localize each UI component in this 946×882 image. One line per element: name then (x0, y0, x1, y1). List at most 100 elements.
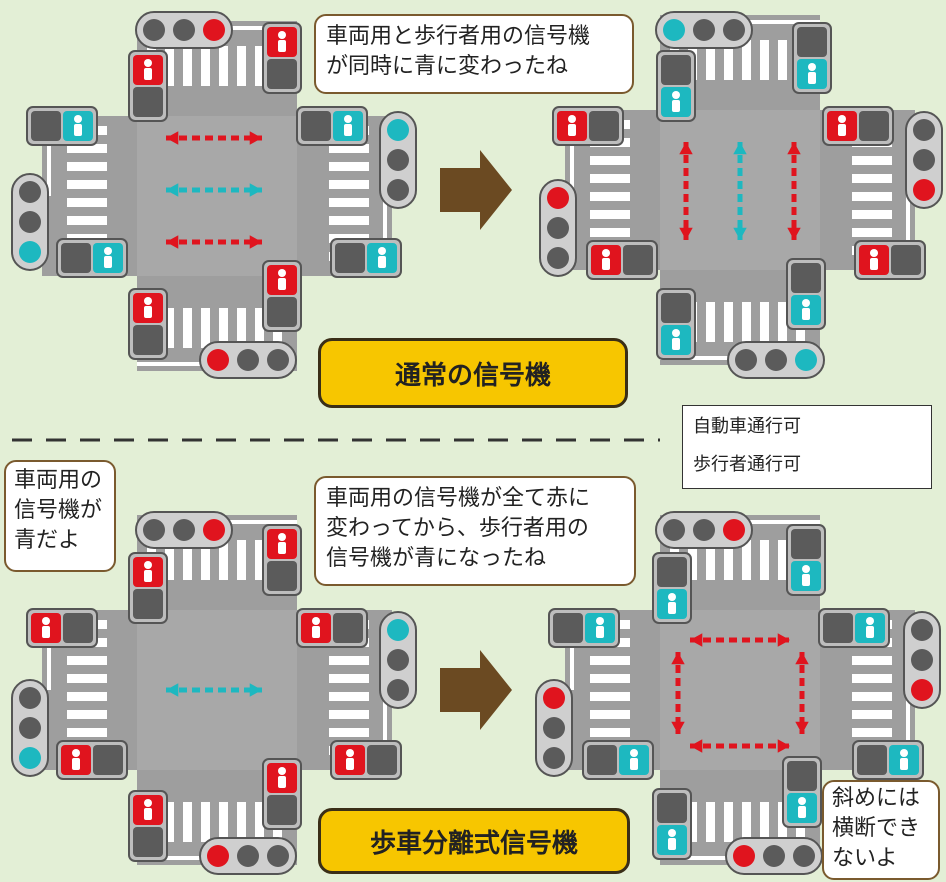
person-icon (72, 749, 80, 757)
crosswalk-stripe (329, 216, 369, 225)
signal-lamp (663, 19, 685, 41)
tr-ped-signal-e1 (822, 106, 894, 146)
signal-lamp (19, 717, 41, 739)
tl-ped-arrow-top (166, 131, 262, 145)
tl-ped-signal-nw (128, 50, 168, 122)
ped-lamp (333, 613, 363, 643)
legend-pedestrian: 歩行者通行可 (693, 452, 801, 478)
stop-line (137, 856, 217, 860)
ped-lamp (133, 827, 163, 857)
bottom-title-scramble-signal: 歩車分離式信号機 (318, 808, 630, 874)
crosswalk-stripe (329, 180, 369, 189)
crosswalk-stripe (590, 728, 630, 737)
signal-lamp (267, 349, 289, 371)
bottom-main-speech-bubble: 車両用の信号機が全て赤に 変わってから、歩行者用の 信号機が青になったね (314, 476, 636, 586)
signal-lamp (19, 211, 41, 233)
crosswalk-stripe (67, 144, 107, 153)
person-icon (602, 258, 610, 270)
top-transition-arrow (440, 150, 512, 230)
signal-lamp (203, 519, 225, 541)
crosswalk-stripe (590, 692, 630, 701)
ped-lamp (553, 613, 583, 643)
crosswalk-stripe (760, 40, 769, 80)
person-icon (74, 115, 82, 123)
crosswalk-stripe (67, 162, 107, 171)
bl-ped-signal-nw (128, 552, 168, 624)
person-icon (798, 806, 806, 818)
person-icon (668, 602, 676, 614)
person-icon (74, 124, 82, 136)
tr-car-signal-west (539, 179, 577, 277)
signal-lamp (733, 845, 755, 867)
crosswalk-stripe (219, 308, 228, 348)
br-ped-signal-se (782, 756, 822, 828)
signal-lamp (173, 19, 195, 41)
ped-lamp (657, 557, 687, 587)
br-ped-signal-ne (786, 524, 826, 596)
bl-ped-signal-ne (262, 524, 302, 596)
bottom-right-speech-bubble: 斜めには 横断でき ないよ (822, 780, 940, 880)
stop-line (47, 610, 51, 690)
crosswalk-stripe (183, 540, 192, 580)
tr-ped-signal-w2 (586, 240, 658, 280)
signal-lamp (543, 687, 565, 709)
crosswalk-stripe (201, 46, 210, 86)
signal-lamp (19, 181, 41, 203)
crosswalk-stripe (852, 192, 892, 201)
bl-ped-signal-se (262, 758, 302, 830)
crosswalk-stripe (590, 174, 630, 183)
signal-lamp (19, 747, 41, 769)
signal-lamp (387, 679, 409, 701)
crosswalk-stripe (165, 540, 174, 580)
crosswalk-stripe (219, 46, 228, 86)
person-icon (838, 115, 846, 123)
person-icon (802, 299, 810, 307)
person-icon (900, 758, 908, 770)
ped-lamp (791, 263, 821, 293)
tr-ped-signal-nw (656, 50, 696, 122)
crosswalk-stripe (67, 710, 107, 719)
ped-lamp (31, 111, 61, 141)
arrow-head (787, 227, 801, 240)
tl-car-signal-west (11, 173, 49, 271)
person-icon (802, 308, 810, 320)
ped-lamp (267, 59, 297, 89)
arrow-head (733, 227, 747, 240)
arrow-head (249, 183, 262, 197)
crosswalk-stripe (852, 174, 892, 183)
crosswalk-stripe (329, 656, 369, 665)
crosswalk-stripe (183, 46, 192, 86)
signal-lamp (911, 679, 933, 701)
road-center (660, 110, 820, 270)
person-icon (42, 617, 50, 625)
crosswalk-stripe (742, 802, 751, 842)
person-icon (144, 59, 152, 67)
signal-lamp (267, 845, 289, 867)
crosswalk-stripe (778, 540, 787, 580)
person-icon (672, 100, 680, 112)
arrow-head (671, 652, 685, 665)
arrow-head (166, 683, 179, 697)
signal-lamp (913, 119, 935, 141)
br-ped-signal-w1 (548, 608, 620, 648)
crosswalk-stripe (688, 540, 697, 580)
tl-ped-signal-e1 (296, 106, 368, 146)
legend-pedestrian-label: 歩行者通行可 (693, 454, 801, 475)
ped-lamp (267, 297, 297, 327)
person-icon (278, 31, 286, 39)
crosswalk-stripe (329, 692, 369, 701)
stop-line (906, 190, 910, 270)
person-icon (672, 91, 680, 99)
crosswalk-stripe (590, 656, 630, 665)
tr-ped-arrow-left (679, 142, 693, 240)
bl-car-signal-west (11, 679, 49, 777)
crosswalk-stripe (219, 802, 228, 842)
signal-lamp (387, 649, 409, 671)
person-icon (344, 115, 352, 123)
signal-lamp (19, 687, 41, 709)
crosswalk-stripe (778, 302, 787, 342)
crosswalk-stripe (237, 308, 246, 348)
br-car-signal-west (535, 679, 573, 777)
crosswalk-stripe (852, 228, 892, 237)
bottom-left-speech-bubble: 車両用の 信号機が 青だよ (4, 460, 116, 572)
